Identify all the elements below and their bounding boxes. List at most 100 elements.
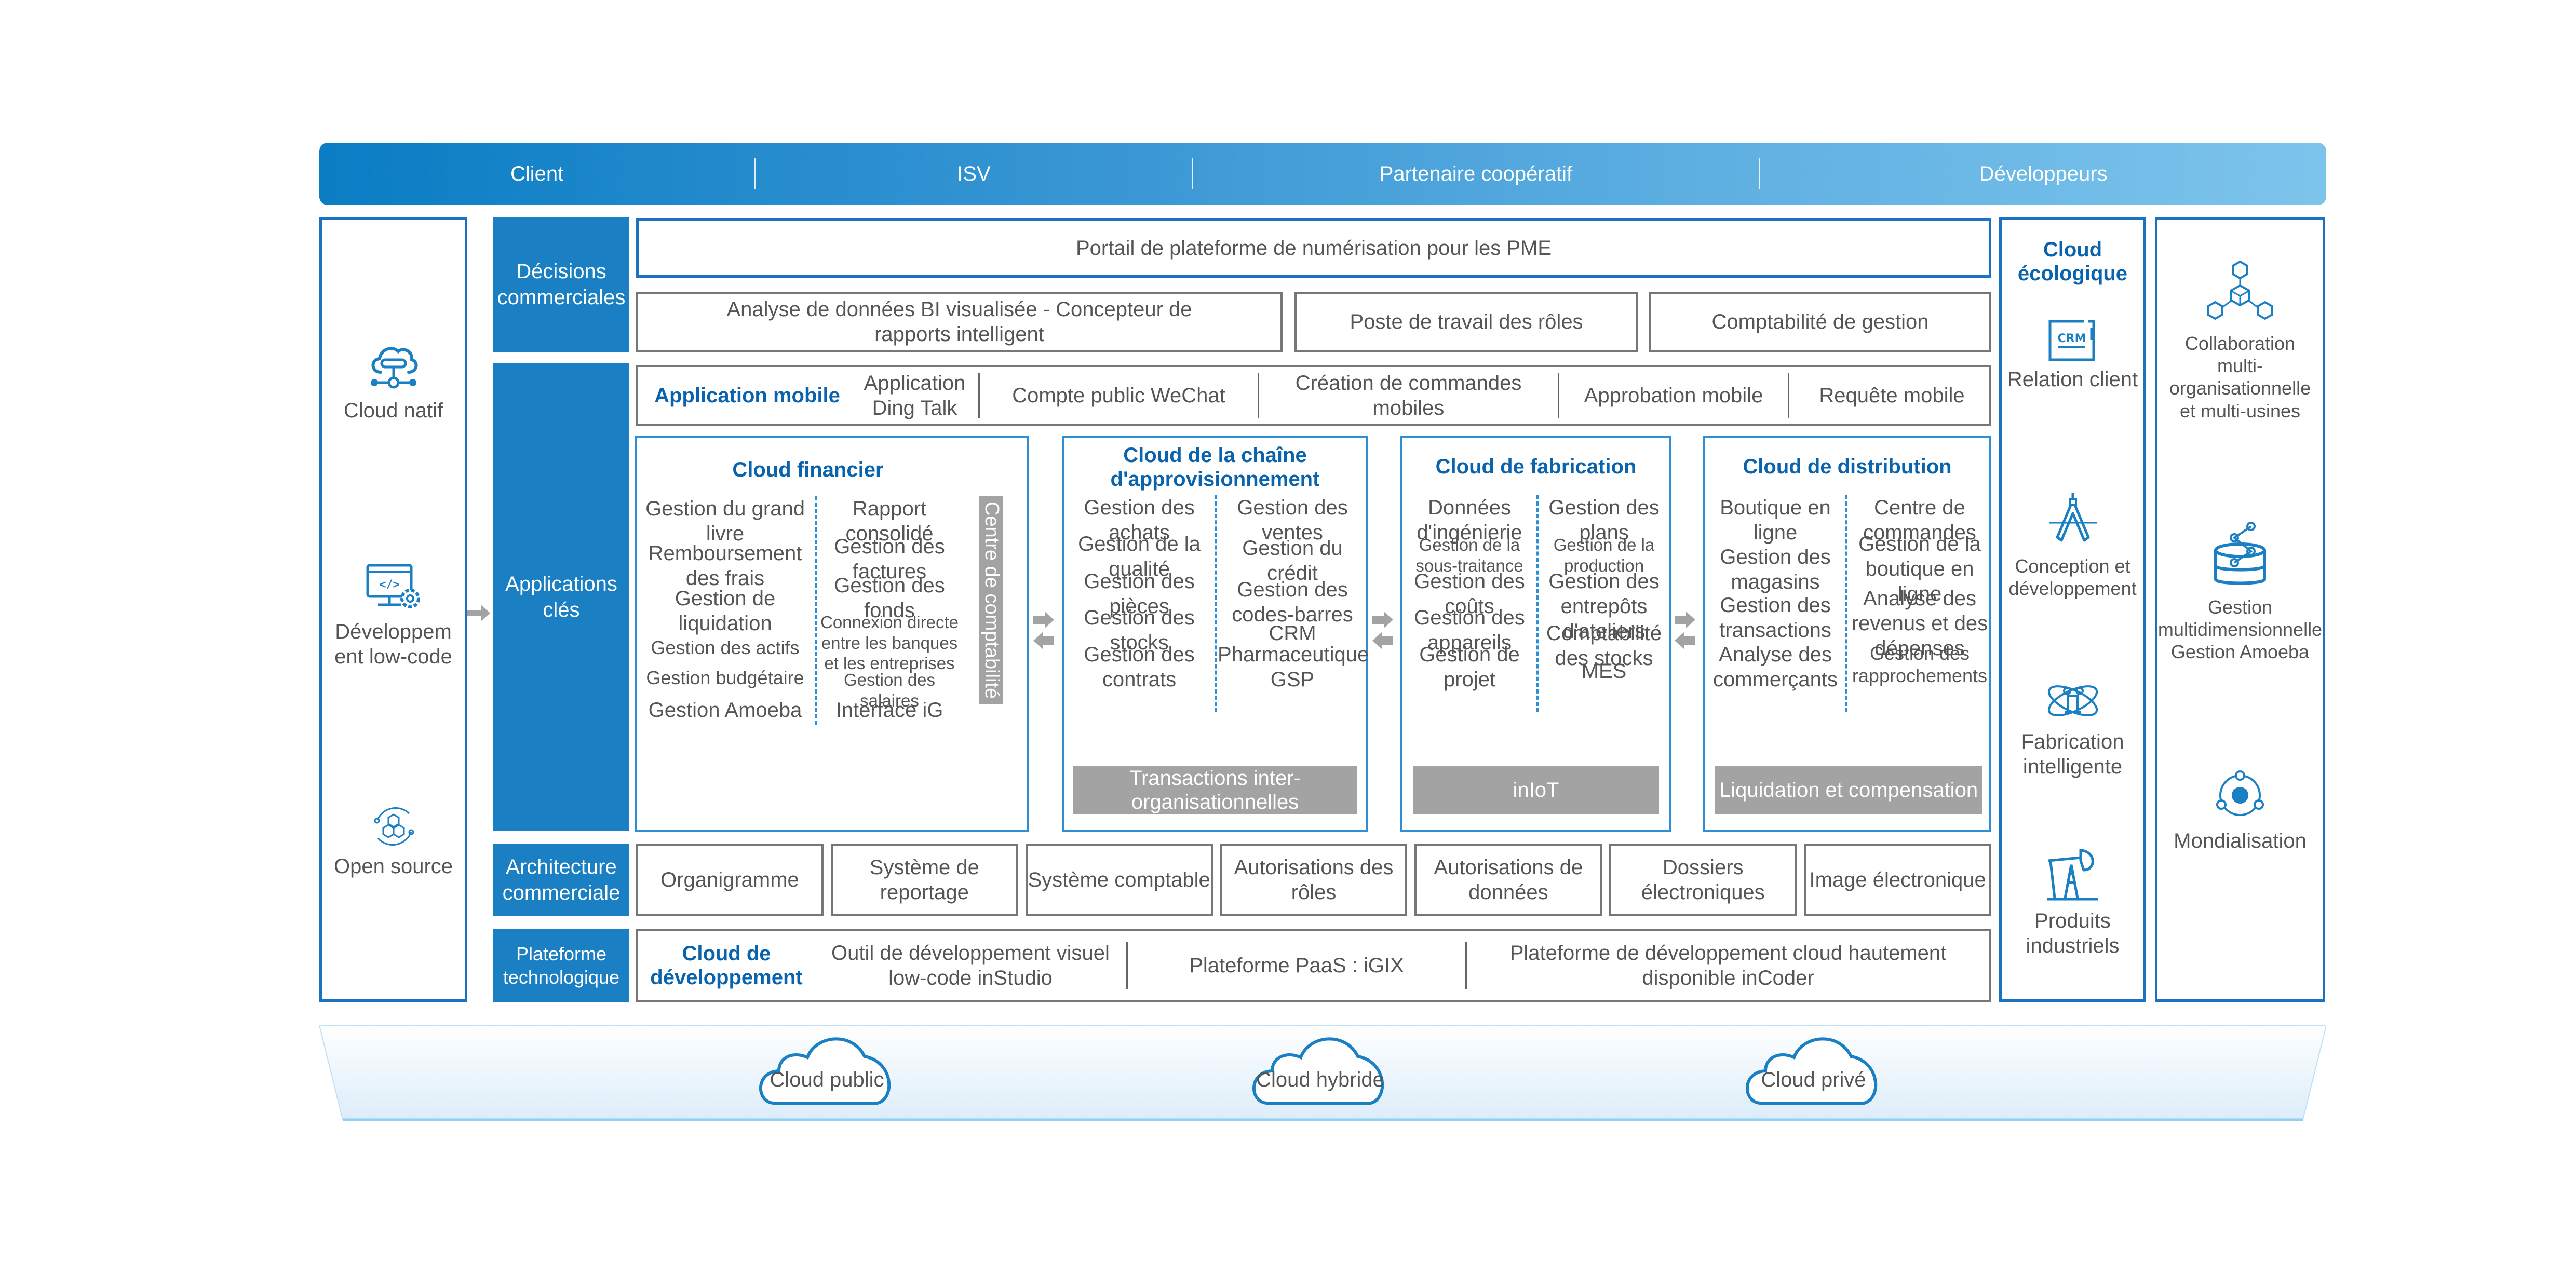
cloud-title: Cloud de la chaîne d'approvisionnement <box>1110 444 1320 491</box>
inter-org-transactions-bar: Transactions inter-organisationnelles <box>1073 766 1357 814</box>
module-item: Gestion de projet <box>1419 643 1520 691</box>
hexagon-network-icon <box>2204 260 2276 327</box>
open-source-hexagons-icon <box>368 803 420 850</box>
module-item: Gestion des transactions <box>1719 594 1831 642</box>
cloud-outline-icon <box>1746 1037 1878 1105</box>
layer-label-architecture: Architecture commerciale <box>493 844 629 916</box>
architecture-item: Autorisations de données <box>1414 844 1602 916</box>
crm-icon: CRM <box>2047 319 2099 362</box>
module-item: Gestion budgétaire <box>646 667 804 688</box>
mobile-app-title: Application mobile <box>654 384 840 407</box>
layer-label-applications: Applications clés <box>493 363 629 831</box>
accounting-center-bar: Centre de comptabilité <box>979 496 1003 704</box>
divider <box>1788 373 1789 418</box>
database-graph-icon <box>2211 519 2269 587</box>
module-item: Connexion directe entre les banques et l… <box>820 613 959 673</box>
architecture-item: Dossiers électroniques <box>1609 844 1797 916</box>
module-item: Gestion des factures <box>834 535 945 583</box>
capability-low-code: </> Développem ent low-code <box>319 550 467 680</box>
eco-item-crm: CRM Relation client <box>1999 319 2146 444</box>
mobile-app-row: Application mobile Application Ding Talk… <box>636 365 1991 426</box>
right-item-amoeba: Gestion multidimensionnelle Gestion Amoe… <box>2155 519 2325 706</box>
module-item: Gestion des ventes <box>1237 496 1348 544</box>
eco-item-smart-manufacturing: Fabrication intelligente <box>1999 677 2146 797</box>
module-item: Gestion des stocks <box>1084 606 1195 654</box>
arrow-right-icon <box>467 604 490 622</box>
divider <box>1465 942 1467 989</box>
cloud-financier-box: Cloud financier Gestion du grand livre R… <box>635 436 1029 832</box>
cloud-label: Cloud privé <box>1761 1068 1866 1091</box>
mobile-item: Approbation mobile <box>1584 384 1763 407</box>
stakeholder-developers: Développeurs <box>1979 162 2108 185</box>
cloud-private: Cloud privé <box>1739 1020 1887 1108</box>
eco-item-industrial-products: Produits industriels <box>1999 846 2146 981</box>
bidirectional-arrow-icon <box>1033 612 1054 653</box>
cloud-outline-icon <box>1252 1037 1384 1105</box>
module-item: Remboursement des frais <box>648 542 802 590</box>
module-item: MES <box>1581 660 1627 683</box>
cloud-manufacturing-box: Cloud de fabrication Données d'ingénieri… <box>1400 436 1671 832</box>
settlement-bar: Liquidation et compensation <box>1715 766 1982 814</box>
module-item: Gestion des pièces <box>1084 570 1195 618</box>
dashed-divider <box>1845 495 1847 712</box>
divider <box>1558 373 1559 418</box>
module-item: Gestion des plans <box>1548 496 1660 544</box>
capability-label: Open source <box>333 855 453 878</box>
architecture-item: Organigramme <box>636 844 824 916</box>
robot-arm-orbit-icon <box>2044 677 2101 724</box>
module-item: Gestion des contrats <box>1084 643 1195 691</box>
stakeholder-client: Client <box>510 162 564 185</box>
eco-item-label: Produits industriels <box>2026 909 2120 957</box>
module-item: Analyse des commerçants <box>1712 643 1838 691</box>
dashed-divider <box>815 496 817 725</box>
cloud-label: Cloud hybride <box>1256 1068 1384 1091</box>
module-item: Gestion des magasins <box>1720 546 1831 593</box>
management-accounting-box: Comptabilité de gestion <box>1649 292 1991 352</box>
module-item: Gestion des fonds <box>834 574 945 622</box>
globe-orbit-icon <box>2209 768 2271 820</box>
divider <box>1759 158 1761 189</box>
module-item: Pharmaceutique GSP <box>1218 643 1369 691</box>
business-models-column <box>2155 217 2325 1002</box>
module-item: Gestion des actifs <box>651 637 800 658</box>
architecture-item: Système de reportage <box>830 844 1018 916</box>
bidirectional-arrow-icon <box>1372 612 1393 653</box>
cloud-public: Cloud public <box>753 1020 901 1108</box>
module-item: Gestion des salaires <box>843 670 936 710</box>
dev-cloud-title: Cloud de développement <box>650 942 803 989</box>
module-item: Gestion des entrepôts d'ateliers <box>1548 570 1660 643</box>
mobile-item: Requête mobile <box>1819 384 1965 407</box>
divider <box>1258 373 1259 418</box>
platform-item: Outil de développement visuel low-code i… <box>831 942 1110 989</box>
mobile-item: Création de commandes mobiles <box>1295 371 1522 419</box>
iniot-bar: inIoT <box>1413 766 1659 814</box>
svg-text:CRM: CRM <box>2057 332 2086 345</box>
cloud-supply-chain-box: Cloud de la chaîne d'approvisionnement G… <box>1062 436 1369 832</box>
portal-box: Portail de plateforme de numérisation po… <box>636 218 1991 278</box>
module-item: Centre de commandes <box>1863 496 1976 544</box>
cloud-label: Cloud public <box>770 1068 884 1091</box>
right-item-globalization: Mondialisation <box>2155 768 2325 893</box>
architecture-item: Système comptable <box>1025 844 1213 916</box>
bi-analysis-box: Analyse de données BI visualisée - Conce… <box>636 292 1283 352</box>
cloud-outline-icon <box>759 1037 891 1105</box>
stakeholder-bar: Client ISV Partenaire coopératif Dévelop… <box>319 143 2326 205</box>
divider <box>978 373 980 418</box>
stakeholder-partner: Partenaire coopératif <box>1379 162 1573 185</box>
capability-label: Cloud natif <box>343 399 443 422</box>
bidirectional-arrow-icon <box>1675 612 1695 653</box>
divider <box>1191 158 1193 189</box>
svg-text:</>: </> <box>379 578 400 591</box>
module-item: Gestion des rapprochements <box>1852 643 1988 687</box>
platform-row: Cloud de développement Outil de développ… <box>636 929 1991 1002</box>
accounting-center-label: Centre de comptabilité <box>980 501 1003 699</box>
cloud-hybrid: Cloud hybride <box>1246 1020 1394 1108</box>
divider <box>754 158 757 189</box>
compass-drafting-icon <box>2047 491 2099 548</box>
module-item: Gestion des appareils <box>1414 606 1525 654</box>
right-item-label: Mondialisation <box>2174 830 2307 852</box>
platform-item: Plateforme de développement cloud hautem… <box>1509 942 1947 989</box>
cloud-distribution-box: Cloud de distribution Boutique en ligne … <box>1703 436 1991 832</box>
capability-cloud-native: Cloud natif <box>319 327 467 436</box>
architecture-row: Organigramme Système de reportage Systèm… <box>636 844 1992 916</box>
